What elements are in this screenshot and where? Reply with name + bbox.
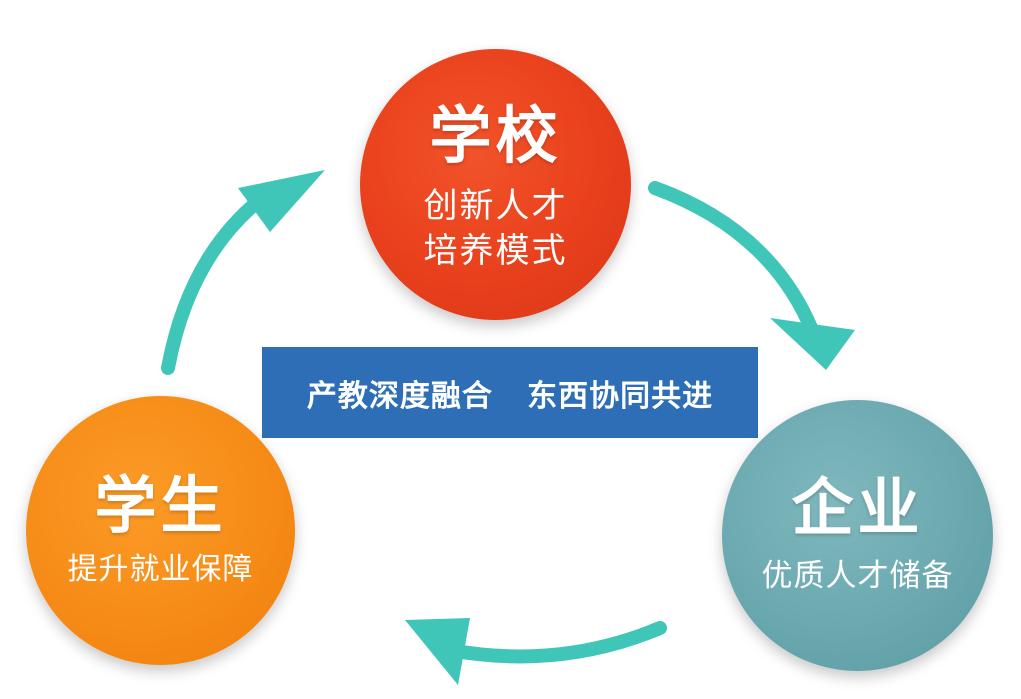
arrow-student-to-school [161, 185, 277, 375]
arrow-school-to-enterprise [648, 181, 819, 337]
arrowhead-school-to-enterprise [770, 318, 855, 370]
node-school-title: 学校 [429, 99, 562, 173]
node-school-line2: 培养模式 [423, 230, 568, 271]
node-school-line1: 创新人才 [423, 186, 568, 227]
arrowhead-student-to-school [238, 170, 325, 232]
node-enterprise: 企业 优质人才储备 [722, 400, 993, 671]
arrowhead-enterprise-to-student [405, 618, 470, 685]
node-enterprise-line1: 优质人才储备 [761, 558, 954, 595]
node-enterprise-title: 企业 [791, 471, 924, 545]
node-student-title: 学生 [94, 468, 227, 542]
node-student: 学生 提升就业保障 [26, 396, 295, 665]
node-school: 学校 创新人才 培养模式 [360, 49, 631, 320]
node-student-line1: 提升就业保障 [67, 552, 254, 588]
center-banner: 产教深度融合 东西协同共进 [262, 347, 758, 438]
arrow-enterprise-to-student [443, 621, 667, 664]
